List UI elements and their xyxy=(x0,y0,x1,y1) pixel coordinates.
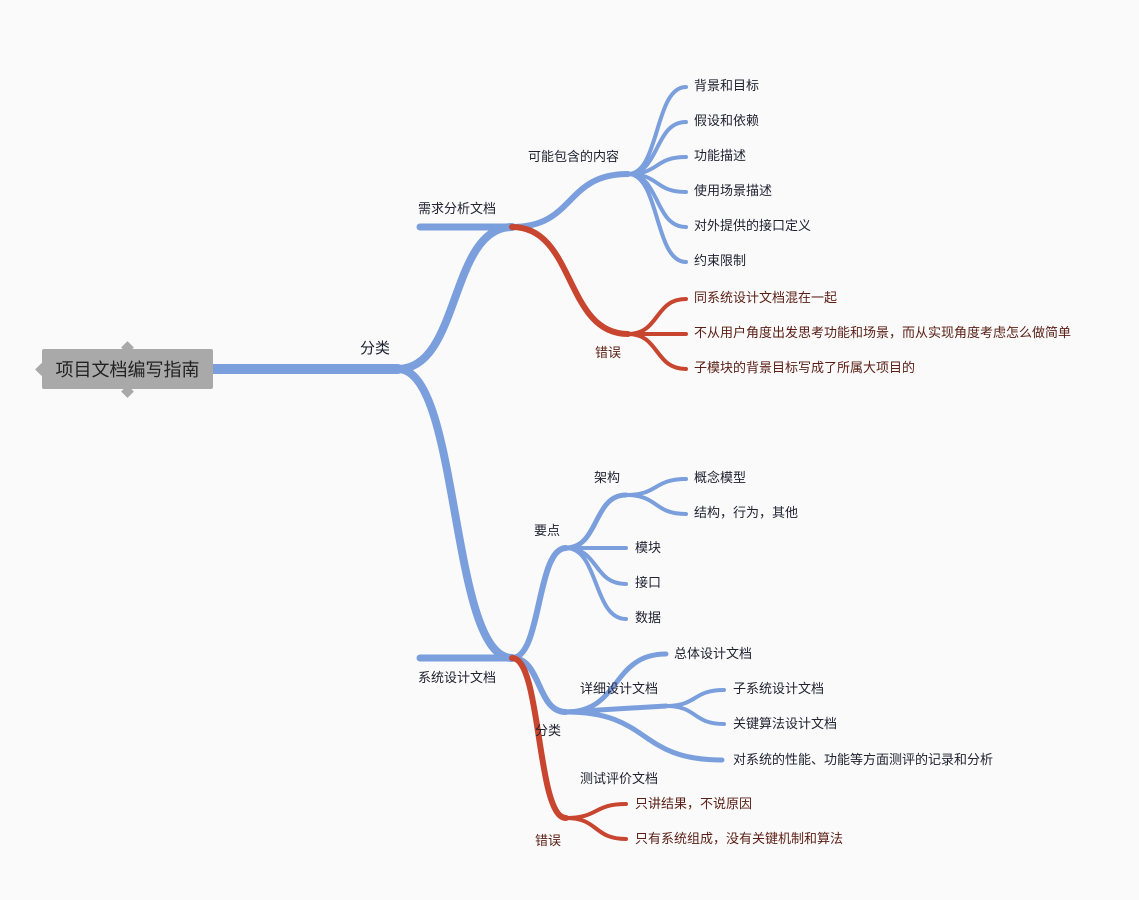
topic-content-item[interactable]: 约束限制 xyxy=(694,254,747,269)
topic-sys-error-item[interactable]: 只有系统组成，没有关键机制和算法 xyxy=(635,832,844,847)
connector-req-error-0 xyxy=(626,297,688,336)
topic-requirements-doc[interactable]: 需求分析文档 xyxy=(418,202,497,217)
topic-content-item[interactable]: 背景和目标 xyxy=(694,79,760,94)
topic-content-item[interactable]: 对外提供的接口定义 xyxy=(694,219,812,234)
topic-error-item[interactable]: 子模块的背景目标写成了所属大项目的 xyxy=(694,361,916,376)
connector-arch xyxy=(563,492,629,551)
topic-content-item[interactable]: 使用场景描述 xyxy=(694,184,773,199)
topic-point-item[interactable]: 模块 xyxy=(635,541,662,556)
topic-point-item[interactable]: 接口 xyxy=(635,576,662,591)
connector-contents xyxy=(509,171,631,230)
topic-sys-classify[interactable]: 分类 xyxy=(535,724,562,739)
connector-arch-1 xyxy=(624,493,688,516)
topic-arch-item[interactable]: 结构，行为，其他 xyxy=(694,506,799,521)
connector-point-2 xyxy=(564,546,628,621)
connector-key-points xyxy=(509,545,569,661)
topic-architecture[interactable]: 架构 xyxy=(594,471,621,486)
connector-sys-errors xyxy=(509,655,569,821)
topic-test-eval-doc[interactable]: 测试评价文档 xyxy=(580,772,659,787)
topic-key-points[interactable]: 要点 xyxy=(534,524,561,539)
connector-detail-1 xyxy=(664,704,726,726)
connector-req-error-2 xyxy=(626,332,688,371)
connector-req-doc xyxy=(394,223,516,373)
topic-content-item[interactable]: 功能描述 xyxy=(694,149,747,164)
connector-content-5 xyxy=(626,172,688,264)
topic-error-item[interactable]: 同系统设计文档混在一起 xyxy=(694,291,838,306)
connector-test xyxy=(563,709,725,763)
topic-detail-item[interactable]: 关键算法设计文档 xyxy=(733,717,838,732)
connector-sys-doc xyxy=(394,365,516,662)
connector-content-0 xyxy=(626,85,688,176)
topic-errors[interactable]: 错误 xyxy=(595,346,622,361)
connector-sys-error-1 xyxy=(564,816,628,841)
topic-possible-contents[interactable]: 可能包含的内容 xyxy=(528,150,620,165)
topic-overall-design-doc[interactable]: 总体设计文档 xyxy=(674,647,753,662)
topic-arch-item[interactable]: 概念模型 xyxy=(694,471,747,486)
root-topic-label: 项目文档编写指南 xyxy=(55,360,200,381)
topic-sys-error-item[interactable]: 只讲结果，不说原因 xyxy=(635,797,753,812)
topic-detail-design-doc[interactable]: 详细设计文档 xyxy=(580,682,659,697)
topic-point-item[interactable]: 数据 xyxy=(635,611,662,626)
topic-content-item[interactable]: 假设和依赖 xyxy=(694,114,760,129)
connector-req-errors xyxy=(509,224,631,337)
topic-sys-errors[interactable]: 错误 xyxy=(535,834,562,849)
topic-error-item[interactable]: 不从用户角度出发思考功能和场景，而从实现角度考虑怎么做简单 xyxy=(694,326,1072,341)
topic-classify[interactable]: 分类 xyxy=(360,339,391,357)
connector-sys-error-0 xyxy=(564,802,628,820)
connector-arch-0 xyxy=(624,477,688,497)
connector-detail-0 xyxy=(664,688,726,708)
topic-test-desc[interactable]: 对系统的性能、功能等方面测评的记录和分析 xyxy=(733,753,994,768)
root-topic[interactable]: 项目文档编写指南 xyxy=(42,349,213,389)
topic-detail-item[interactable]: 子系统设计文档 xyxy=(733,682,825,697)
topic-system-design-doc[interactable]: 系统设计文档 xyxy=(418,671,497,686)
